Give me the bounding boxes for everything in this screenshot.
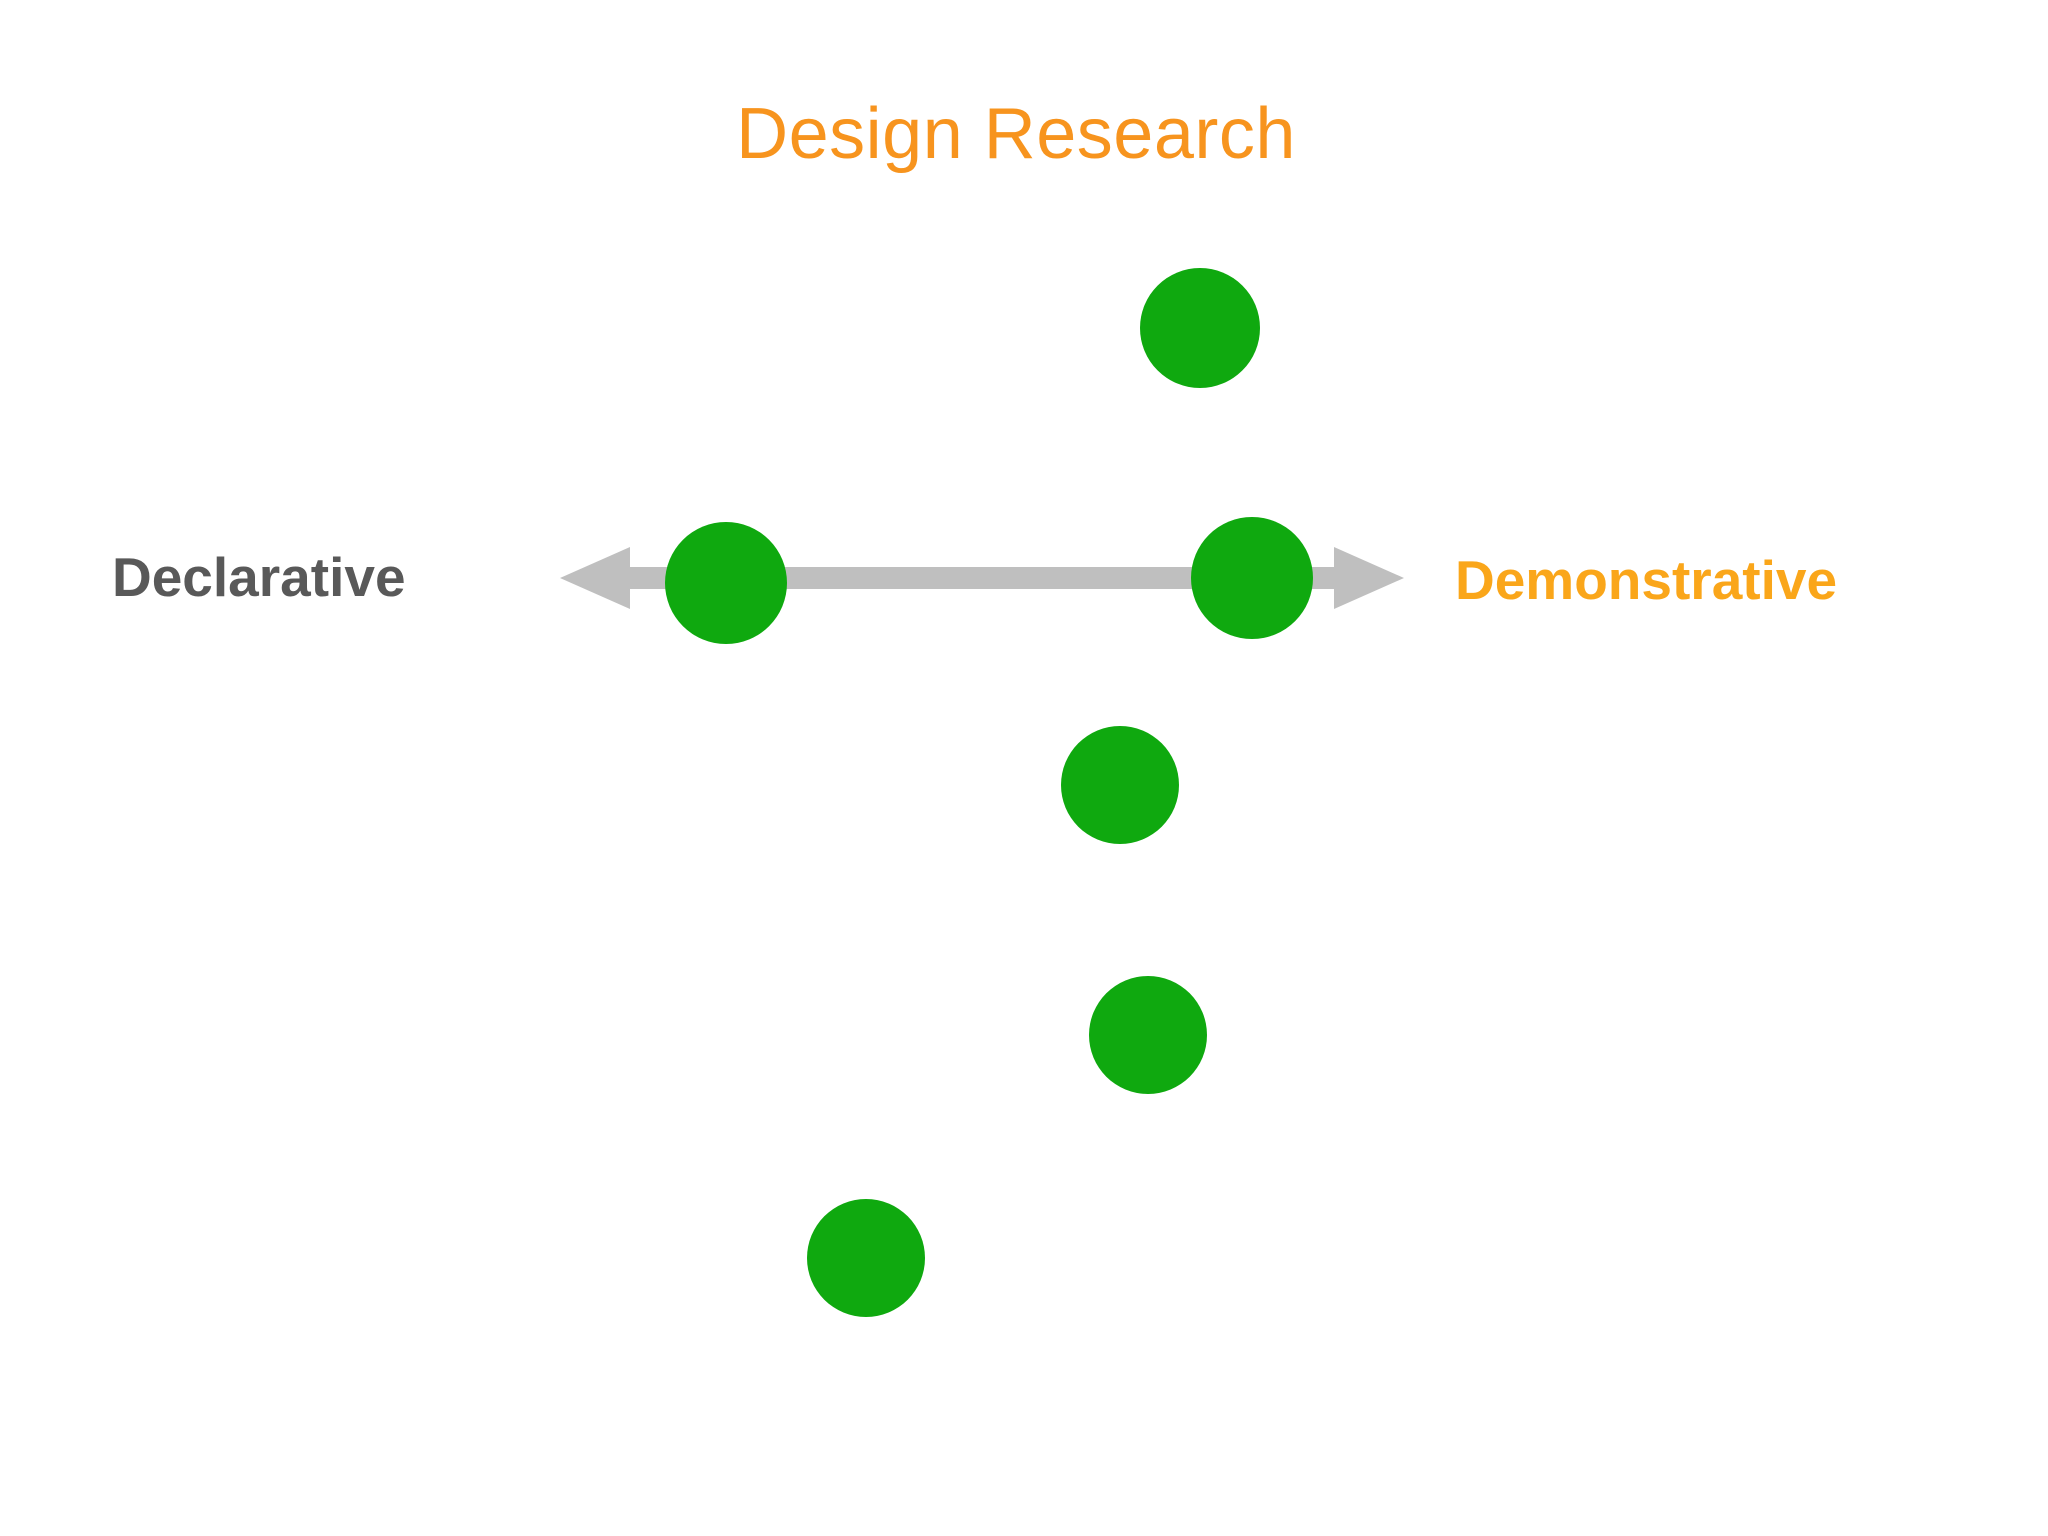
axis-label-declarative: Declarative xyxy=(112,546,406,608)
axis-label-demonstrative: Demonstrative xyxy=(1455,549,1838,611)
dot-axis-left xyxy=(665,522,787,644)
dot-top xyxy=(1140,268,1260,388)
dot-bottom xyxy=(807,1199,925,1317)
page-title-text: Design Research xyxy=(736,94,1296,174)
dot-mid-upper xyxy=(1061,726,1179,844)
double-headed-arrow-icon xyxy=(560,536,1404,620)
page-title: Design Research xyxy=(0,98,2048,170)
dot-axis-right xyxy=(1191,517,1313,639)
dot-mid-lower xyxy=(1089,976,1207,1094)
